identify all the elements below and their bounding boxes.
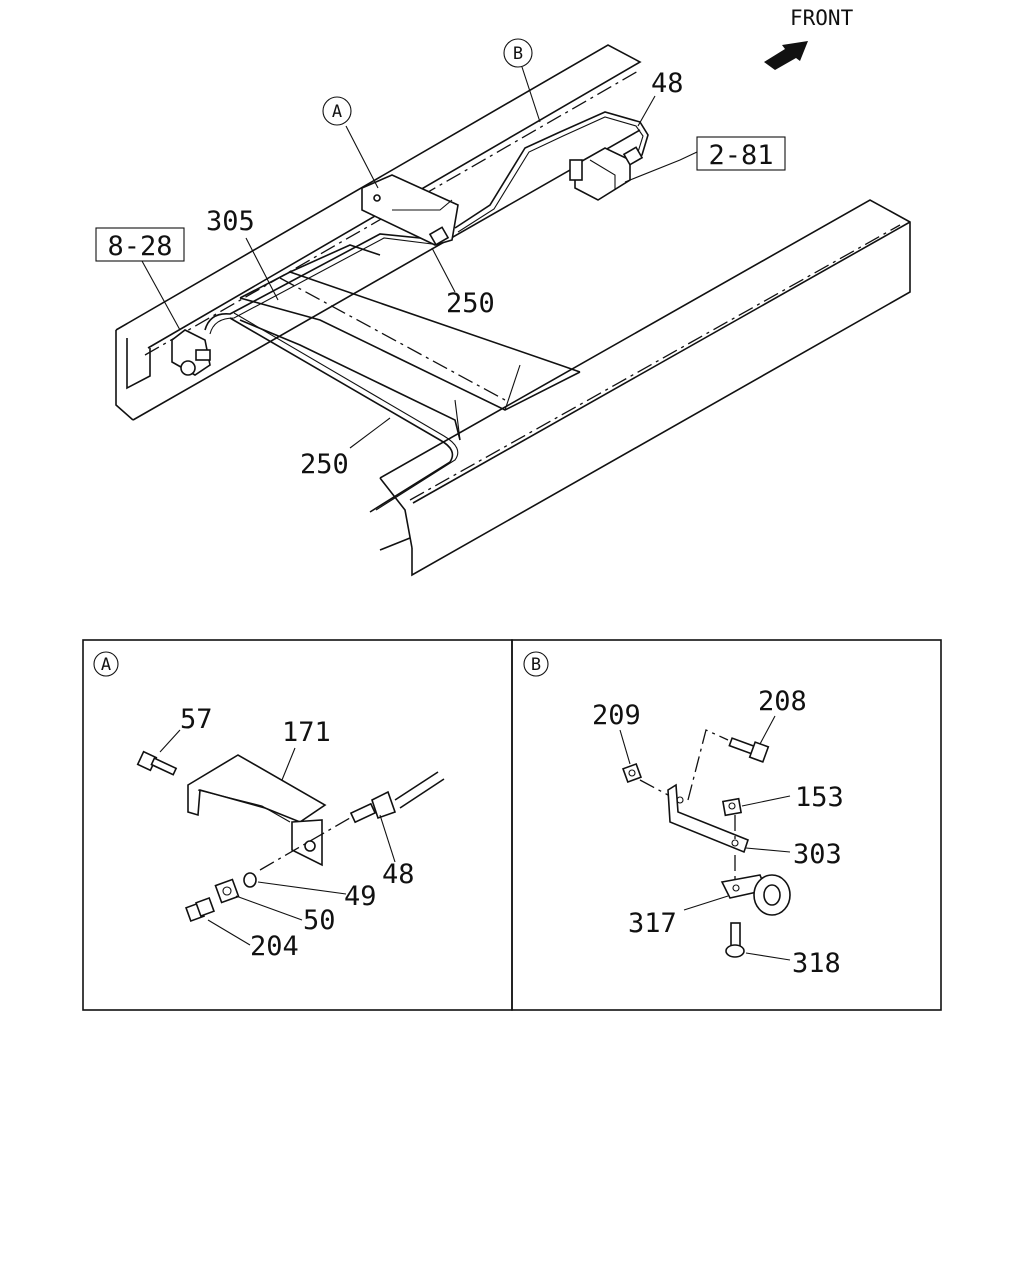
label-48: 48 — [651, 68, 684, 99]
right-frame-rail — [379, 199, 911, 577]
plug-204 — [185, 897, 215, 922]
label-303: 303 — [793, 839, 842, 870]
nut-209 — [622, 763, 642, 783]
callout-a-letter: A — [332, 102, 342, 122]
label-208: 208 — [758, 686, 807, 717]
label-250-upper: 250 — [446, 288, 495, 319]
nut-50 — [214, 878, 240, 904]
label-209: 209 — [592, 700, 641, 731]
callout-b-letter: B — [513, 44, 523, 64]
bracket-303 — [667, 783, 749, 854]
reference-8-28[interactable]: 8-28 — [95, 227, 185, 262]
front-arrow-icon — [764, 41, 808, 70]
label-57: 57 — [180, 704, 213, 735]
bolt-208 — [728, 737, 770, 763]
frame-assembly: A B 48 305 250 250 2-81 8-28 — [95, 38, 911, 577]
label-171: 171 — [282, 717, 331, 748]
front-indicator: FRONT — [764, 6, 854, 70]
reference-2-81-text: 2-81 — [708, 140, 773, 171]
bolt-318 — [725, 922, 745, 958]
label-317: 317 — [628, 908, 677, 939]
detail-panel-a: A — [82, 639, 513, 1011]
label-204: 204 — [250, 931, 299, 962]
bracket-171 — [187, 754, 327, 867]
label-50: 50 — [303, 905, 336, 936]
label-48-detail: 48 — [382, 859, 415, 890]
hose-fitting — [171, 329, 211, 376]
union-48 — [349, 771, 445, 824]
detail-a-title: A — [101, 655, 111, 675]
nut-153 — [721, 797, 743, 817]
reference-2-81[interactable]: 2-81 — [696, 136, 786, 171]
clip-317 — [720, 874, 791, 916]
brake-pipe-lower — [229, 317, 454, 513]
front-label: FRONT — [790, 6, 854, 30]
detail-b-title: B — [531, 655, 541, 675]
bracket-a — [361, 174, 459, 246]
label-318: 318 — [792, 948, 841, 979]
brake-pipe-48 — [454, 111, 649, 229]
crossmember — [239, 244, 581, 441]
valve-assembly — [569, 146, 644, 201]
detail-panel-b: B — [511, 639, 942, 1011]
washer-49 — [243, 872, 257, 888]
callout-b: B — [503, 38, 533, 68]
bolt-57 — [136, 750, 178, 776]
leader-lines — [141, 66, 698, 449]
label-250-lower: 250 — [300, 449, 349, 480]
callout-a: A — [322, 96, 352, 126]
reference-8-28-text: 8-28 — [107, 231, 172, 262]
label-49: 49 — [344, 881, 377, 912]
label-305: 305 — [206, 206, 255, 237]
brake-pipe-upper — [204, 233, 441, 331]
label-153: 153 — [795, 782, 844, 813]
